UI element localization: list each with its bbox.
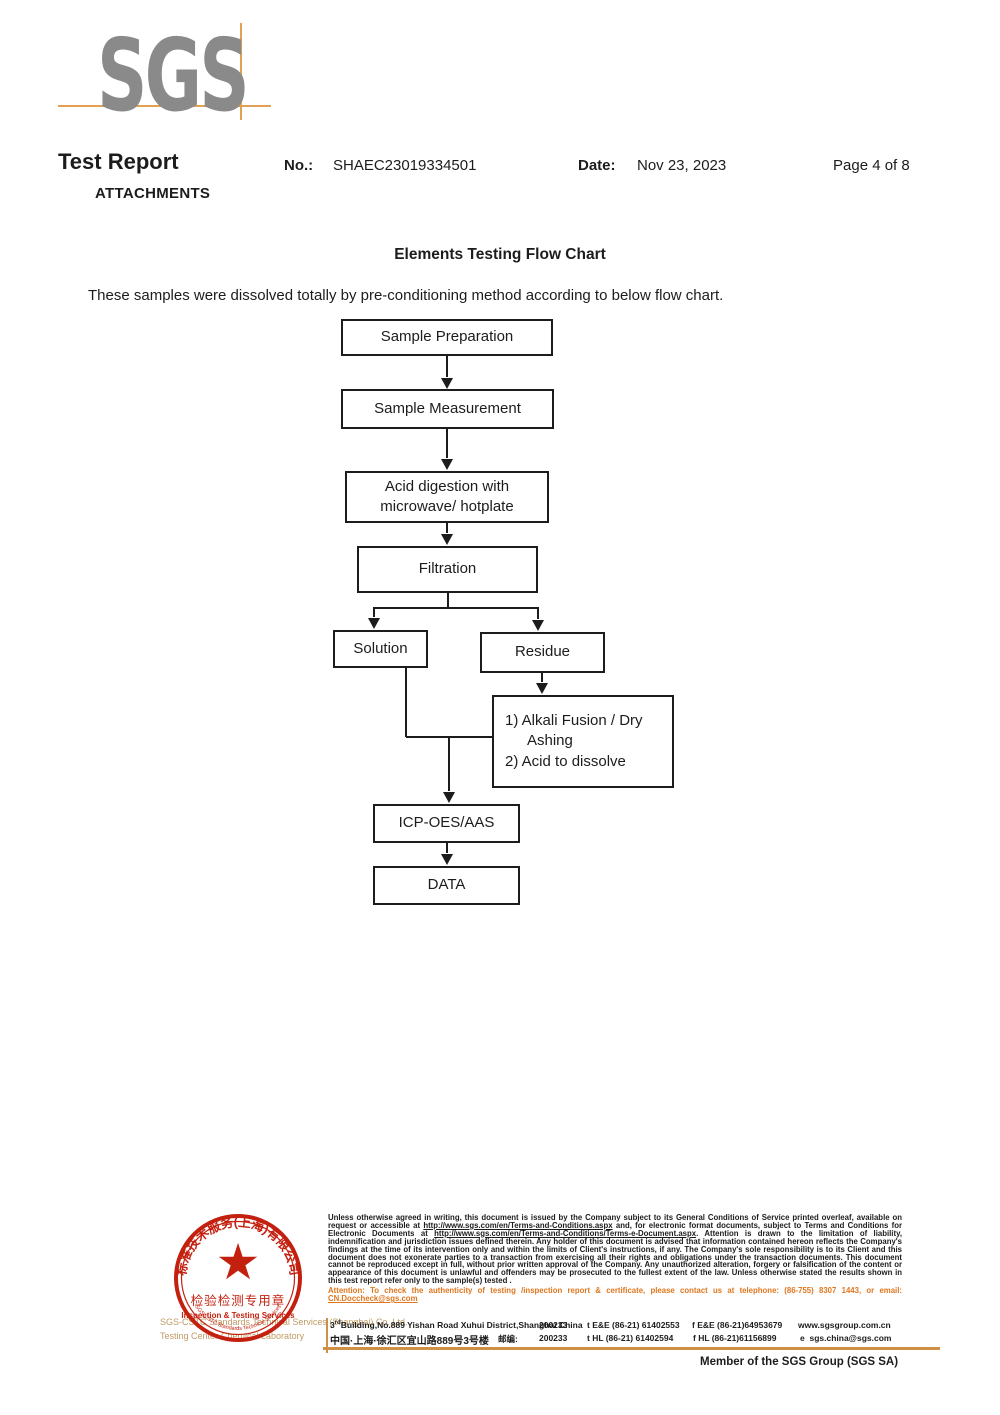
star-icon: ★ xyxy=(216,1234,261,1290)
arrowhead xyxy=(441,534,453,545)
flow-node-icp-oes-aas: ICP-OES/AAS xyxy=(373,804,520,843)
flow-node-label: Solution xyxy=(353,639,408,657)
fax-1: f E&E (86-21)64953679 xyxy=(692,1320,783,1330)
postcode-cn: 200233 xyxy=(539,1333,568,1343)
flow-node-filtration: Filtration xyxy=(357,546,538,593)
flow-node-label: ICP-OES/AAS xyxy=(398,814,495,832)
flow-chart-intro-text: These samples were dissolved totally by … xyxy=(88,287,724,304)
arrowhead xyxy=(536,683,548,694)
arrowhead xyxy=(441,459,453,470)
member-of-sgs-group-line: Member of the SGS Group (SGS SA) xyxy=(700,1356,899,1368)
phone-1: t E&E (86-21) 61402553 xyxy=(587,1320,680,1330)
website-url[interactable]: www.sgsgroup.com.cn xyxy=(798,1320,891,1330)
address-en-sup: rd xyxy=(334,1320,341,1327)
terms-conditions-link[interactable]: http://www.sgs.com/en/Terms-and-Conditio… xyxy=(423,1220,613,1230)
stamp-center-chinese: 检验检测专用章 xyxy=(191,1293,286,1308)
email-address: sgs.china@sgs.com xyxy=(809,1333,892,1343)
page-number: Page 4 of 8 xyxy=(833,157,910,174)
flow-chart-title: Elements Testing Flow Chart xyxy=(394,246,606,263)
flow-node-label: microwave/ hotplate xyxy=(380,498,514,515)
arrowhead xyxy=(443,792,455,803)
attachments-heading: ATTACHMENTS xyxy=(95,185,211,202)
terms-text: and, for electronic format documents, su… xyxy=(328,1220,902,1238)
terms-text: . Attention is drawn to the limitation o… xyxy=(328,1228,902,1286)
company-name-line: Testing Center-Chemical Laboratory xyxy=(160,1331,305,1341)
postcode-cn-label: 邮编: xyxy=(498,1334,518,1344)
postcode-en: 200233 xyxy=(539,1320,568,1330)
flow-node-label: Filtration xyxy=(418,560,477,578)
stamp-outer-ring xyxy=(174,1214,302,1342)
phone-2: t HL (86-21) 61402594 xyxy=(587,1333,674,1343)
flow-node-residue: Residue xyxy=(480,632,605,673)
address-en: 3rdBuilding,No.889 Yishan Road Xuhui Dis… xyxy=(330,1320,583,1330)
arrowhead xyxy=(441,854,453,865)
flow-node-label: 2) Acid to dissolve xyxy=(505,752,626,770)
flow-node-solution: Solution xyxy=(333,630,428,668)
sgs-logo: SGS xyxy=(97,17,250,134)
flow-node-label: Sample Measurement xyxy=(374,399,521,417)
terms-text: Unless otherwise agreed in writing, this… xyxy=(328,1213,902,1230)
flow-node-label: Sample Preparation xyxy=(380,328,514,346)
report-title: Test Report xyxy=(58,149,179,174)
report-no-value: SHAEC23019334501 xyxy=(333,157,477,174)
arrowhead xyxy=(532,620,544,631)
footer-left-rule xyxy=(326,1318,328,1353)
attention-notice: Attention: To check the authenticity of … xyxy=(328,1287,902,1303)
terms-e-document-link[interactable]: http://www.sgs.com/en/Terms-and-Conditio… xyxy=(434,1228,697,1238)
terms-paragraph: Unless otherwise agreed in writing, this… xyxy=(328,1214,902,1285)
address-en-text: Building,No.889 Yishan Road Xuhui Distri… xyxy=(340,1320,583,1330)
flow-node-label: Acid digestion with xyxy=(384,477,510,495)
fax-2: f HL (86-21)61156899 xyxy=(693,1333,777,1343)
flow-node-label: Ashing xyxy=(527,732,573,750)
arrowhead xyxy=(368,618,380,629)
flow-node-alkali-fusion: 1) Alkali Fusion / Dry Ashing 2) Acid to… xyxy=(492,695,674,788)
report-date-label: Date: xyxy=(578,157,616,174)
email-label: e xyxy=(800,1333,805,1343)
inspection-stamp: 标准技术服务(上海)有限公司 ★ 检验检测专用章 Inspection & Te… xyxy=(173,1214,302,1342)
legal-fine-print: Unless otherwise agreed in writing, this… xyxy=(328,1214,902,1303)
stamp-inner-ring xyxy=(180,1220,296,1336)
report-date-value: Nov 23, 2023 xyxy=(637,157,727,174)
address-cn: 中国·上海·徐汇区宜山路889号3号楼 xyxy=(330,1336,489,1347)
flow-node-label: 1) Alkali Fusion / Dry xyxy=(505,712,643,730)
footer-bottom-rule xyxy=(323,1347,940,1350)
attention-text: Attention: To check the authenticity of … xyxy=(328,1286,902,1296)
doccheck-email-link[interactable]: CN.Doccheck@sgs.com xyxy=(328,1294,418,1304)
logo-crosshair-hline-decoration xyxy=(58,105,271,107)
flow-node-acid-digestion: Acid digestion with microwave/ hotplate xyxy=(345,471,549,523)
stamp-center-english: Inspection & Testing Services xyxy=(181,1311,295,1320)
email-contact[interactable]: e sgs.china@sgs.com xyxy=(800,1333,891,1343)
report-no-label: No.: xyxy=(284,157,314,174)
flow-node-label: DATA xyxy=(427,876,466,894)
flow-node-data: DATA xyxy=(373,866,520,905)
flow-node-sample-measurement: Sample Measurement xyxy=(341,389,554,429)
logo-crosshair-vline-decoration xyxy=(240,23,242,120)
flow-node-label: Residue xyxy=(514,643,571,661)
flow-node-sample-preparation: Sample Preparation xyxy=(341,319,553,356)
address-en-text: 3 xyxy=(330,1320,335,1330)
arrowhead xyxy=(441,378,453,389)
